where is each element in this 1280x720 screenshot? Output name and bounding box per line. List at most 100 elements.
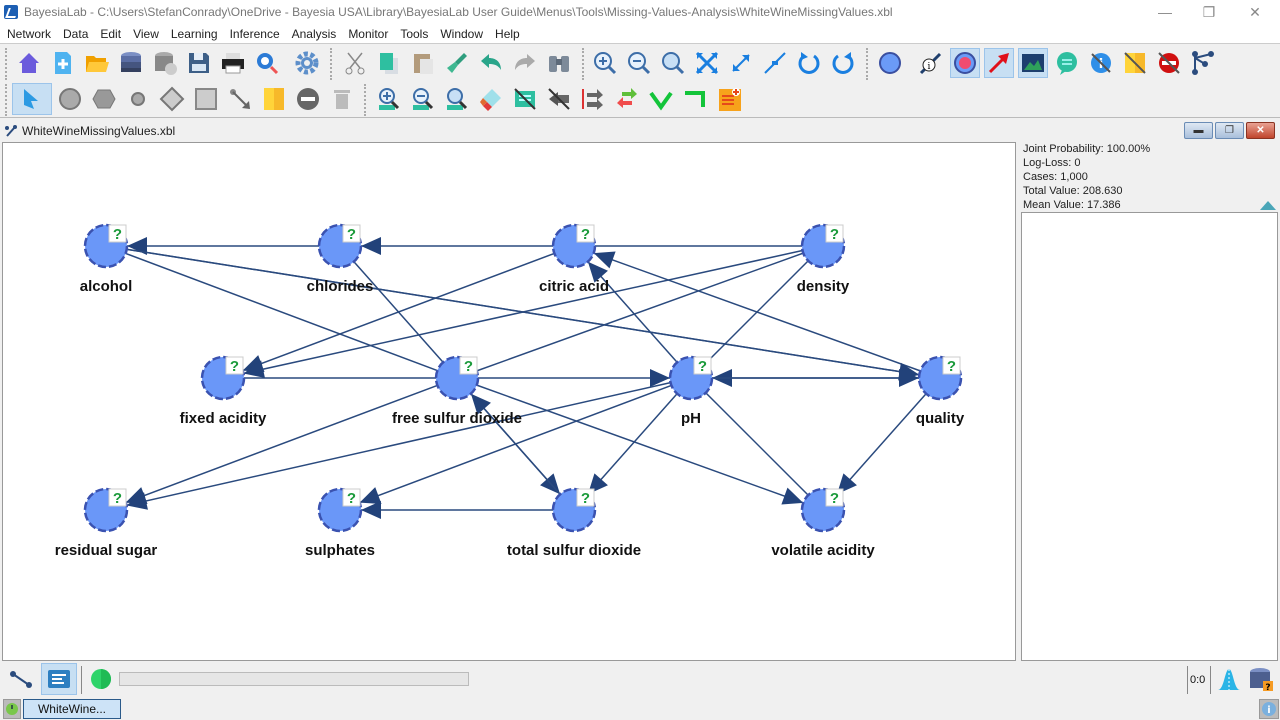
rotate-left-icon[interactable] [794, 48, 824, 78]
node-density[interactable]: ? [800, 223, 846, 269]
menu-view[interactable]: View [133, 26, 159, 41]
menu-inference[interactable]: Inference [229, 26, 280, 41]
node-pH[interactable]: ? [668, 355, 714, 401]
add-note-icon[interactable] [714, 84, 744, 114]
print-icon[interactable] [218, 48, 248, 78]
node-quality[interactable]: ? [917, 355, 963, 401]
corner-icon[interactable] [680, 84, 710, 114]
node-label-density[interactable]: density [796, 278, 850, 295]
open-folder-icon[interactable] [82, 48, 112, 78]
arc-density-free_sulfur_dioxide[interactable] [476, 252, 804, 372]
node-total_sulfur_dioxide[interactable]: ? [551, 487, 597, 533]
toolbar-grip[interactable] [866, 48, 868, 80]
new-network-icon[interactable] [48, 48, 78, 78]
expand-icon[interactable] [726, 48, 756, 78]
invert-arcs-icon[interactable] [612, 84, 642, 114]
arc-free_sulfur_dioxide-volatile_acidity[interactable] [476, 384, 804, 504]
delete-arc-icon[interactable] [293, 84, 323, 114]
close-button[interactable]: ✕ [1249, 3, 1261, 20]
hide-arcs-icon[interactable] [544, 84, 574, 114]
eraser-icon[interactable] [476, 84, 506, 114]
toolbar-grip[interactable] [330, 48, 332, 80]
no-entry-hidden-icon[interactable] [1154, 48, 1184, 78]
select-pointer-icon[interactable] [12, 83, 52, 115]
rotate-right-icon[interactable] [828, 48, 858, 78]
menu-help[interactable]: Help [495, 26, 520, 41]
format-brush-icon[interactable] [442, 48, 472, 78]
node-fixed_acidity[interactable]: ? [200, 355, 246, 401]
settings-gear-icon[interactable] [292, 48, 322, 78]
internal-minimize-button[interactable]: ▬ [1184, 122, 1213, 139]
node-label-quality[interactable]: quality [915, 410, 965, 427]
arc-pH-volatile_acidity[interactable] [705, 392, 809, 496]
node-display-icon[interactable] [950, 48, 980, 78]
save-icon[interactable] [184, 48, 214, 78]
database-linked-icon[interactable] [150, 48, 180, 78]
menu-data[interactable]: Data [63, 26, 89, 41]
arc-tool-icon[interactable] [225, 84, 255, 114]
fit-window-icon[interactable] [692, 48, 722, 78]
database-missing-icon[interactable]: ? [1246, 664, 1276, 694]
shrink-icon[interactable] [760, 48, 790, 78]
note-hidden-icon[interactable] [1120, 48, 1150, 78]
info-icon[interactable]: i [1259, 699, 1279, 719]
distribution-icon[interactable] [1214, 664, 1244, 694]
menu-edit[interactable]: Edit [100, 26, 122, 41]
arc-alcohol-quality[interactable] [126, 248, 920, 376]
node-square-icon[interactable] [191, 84, 221, 114]
node-alcohol[interactable]: ? [83, 223, 129, 269]
arc-free_sulfur_dioxide-alcohol[interactable] [125, 252, 438, 372]
restore-button[interactable]: ❐ [1202, 3, 1216, 20]
node-label-chlorides[interactable]: chlorides [306, 278, 374, 295]
toolbar-grip[interactable] [582, 48, 584, 80]
collapse-triangle-icon[interactable] [1260, 201, 1276, 210]
note-tool-icon[interactable] [259, 84, 289, 114]
arc-pH-total_sulfur_dioxide[interactable] [587, 393, 678, 495]
zoom-default-icon[interactable] [658, 48, 688, 78]
modeling-mode-icon[interactable] [6, 664, 36, 694]
node-citric_acid[interactable]: ? [551, 223, 597, 269]
zoom-in-icon[interactable] [590, 48, 620, 78]
node-label-alcohol[interactable]: alcohol [79, 278, 133, 295]
arc-display-icon[interactable] [984, 48, 1014, 78]
node-small-circle-icon[interactable] [123, 84, 153, 114]
internal-restore-button[interactable]: ❐ [1215, 122, 1244, 139]
redo-icon[interactable] [510, 48, 540, 78]
arc-quality-volatile_acidity[interactable] [836, 393, 927, 495]
arc-free_sulfur_dioxide-residual_sugar[interactable] [125, 384, 438, 504]
image-background-icon[interactable] [1018, 48, 1048, 78]
hide-comment-icon[interactable] [510, 84, 540, 114]
arc-total_sulfur_dioxide-free_sulfur_dioxide[interactable] [470, 393, 561, 495]
node-label-free_sulfur_dioxide[interactable]: free sulfur dioxide [391, 410, 523, 427]
database-icon[interactable] [116, 48, 146, 78]
menu-window[interactable]: Window [440, 26, 484, 41]
arc-density-pH[interactable] [705, 260, 809, 364]
arc-info-icon[interactable]: i [916, 48, 946, 78]
arc-citric_acid-fixed_acidity[interactable] [242, 252, 555, 372]
node-hexagon-icon[interactable] [89, 84, 119, 114]
node-diamond-icon[interactable] [157, 84, 187, 114]
node-circle-icon[interactable] [55, 84, 85, 114]
node-free_sulfur_dioxide[interactable]: ? [434, 355, 480, 401]
node-label-residual_sugar[interactable]: residual sugar [54, 542, 158, 559]
toolbar-grip[interactable] [5, 48, 7, 80]
cut-icon[interactable] [340, 48, 370, 78]
node-label-volatile_acidity[interactable]: volatile acidity [771, 542, 875, 559]
zoom-out-icon[interactable] [624, 48, 654, 78]
node-label-sulphates[interactable]: sulphates [304, 542, 376, 559]
node-style-icon[interactable] [876, 48, 906, 78]
zoom-default-monitor-icon[interactable] [442, 84, 472, 114]
clock-icon[interactable] [3, 699, 21, 719]
document-tab[interactable]: WhiteWineMissingValues.xbl [0, 120, 1015, 142]
trash-icon[interactable] [327, 84, 357, 114]
arc-pH-residual_sugar[interactable] [126, 381, 671, 507]
node-label-citric_acid[interactable]: citric acid [538, 278, 610, 295]
node-chlorides[interactable]: ? [317, 223, 363, 269]
arc-direction-icon[interactable] [578, 84, 608, 114]
menu-tools[interactable]: Tools [400, 26, 429, 41]
menu-network[interactable]: Network [7, 26, 52, 41]
undo-icon[interactable] [476, 48, 506, 78]
network-layout-icon[interactable] [1188, 48, 1218, 78]
menu-learning[interactable]: Learning [170, 26, 218, 41]
